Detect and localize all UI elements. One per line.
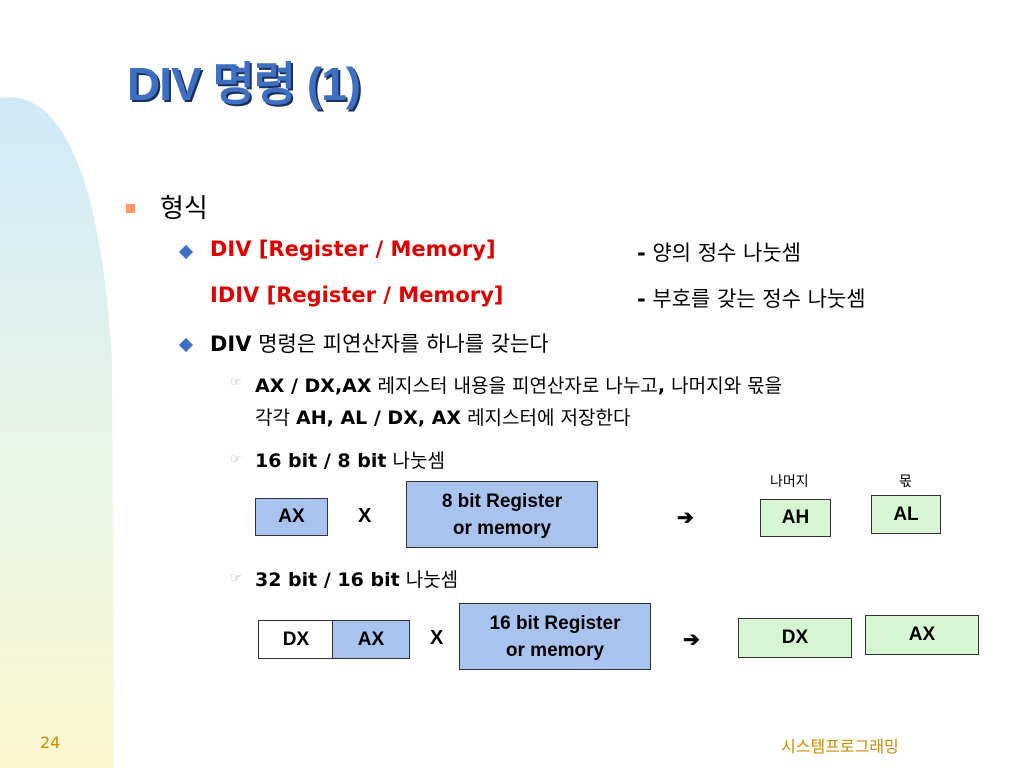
level1-label: 형식	[160, 194, 208, 224]
slide-title: DIV 명령 (1)	[127, 58, 361, 110]
operand-line-keyword: DIV	[210, 332, 252, 356]
page-number: 24	[40, 733, 61, 752]
square-bullet-icon	[126, 204, 135, 213]
detail-text-1: 레지스터 내용을 피연산자로 나누고	[371, 375, 658, 397]
case32-title-bits: 32 bit / 16 bit	[255, 569, 400, 591]
detail-text-4: 레지스터에 저장한다	[461, 407, 631, 429]
dividend-ax-box: AX	[255, 498, 328, 536]
dividend-ax-box: AX	[332, 620, 410, 659]
idiv-description-text: 부호를 갖는 정수 나눗셈	[652, 287, 866, 311]
remainder-dx-box: DX	[738, 618, 852, 658]
detail-text-3: 각각	[255, 407, 296, 429]
operand-line: DIV 명령은 피연산자를 하나를 갖는다	[210, 328, 549, 358]
right-arrow-icon: ➔	[683, 629, 700, 651]
detail-comma: ,	[657, 375, 666, 397]
div-syntax: DIV [Register / Memory]	[210, 237, 496, 261]
quotient-ax-box: AX	[865, 615, 979, 655]
operand-line-text: 명령은 피연산자를 하나를 갖는다	[251, 332, 549, 356]
idiv-description: - 부호를 갖는 정수 나눗셈	[637, 283, 866, 313]
pointing-hand-icon: ☞	[230, 452, 242, 467]
case32-title: 32 bit / 16 bit 나눗셈	[255, 565, 458, 592]
pointing-hand-icon: ☞	[230, 375, 242, 390]
quotient-al-box: AL	[871, 495, 941, 534]
course-name: 시스템프로그래밍	[781, 737, 899, 756]
detail-line-1: AX / DX,AX 레지스터 내용을 피연산자로 나누고, 나머지와 몫을	[255, 371, 782, 398]
remainder-ah-box: AH	[760, 499, 831, 537]
case16-title-text: 나눗셈	[386, 450, 445, 472]
remainder-label: 나머지	[770, 474, 809, 490]
divide-operator: X	[430, 627, 444, 649]
div-description-text: 양의 정수 나눗셈	[652, 241, 801, 265]
div-description-dash: -	[637, 241, 646, 265]
pointing-hand-icon: ☞	[230, 571, 242, 586]
divide-operator: X	[358, 505, 372, 527]
idiv-description-dash: -	[637, 287, 646, 311]
detail-line-2: 각각 AH, AL / DX, AX 레지스터에 저장한다	[255, 403, 630, 430]
case16-title: 16 bit / 8 bit 나눗셈	[255, 446, 445, 473]
case16-title-bits: 16 bit / 8 bit	[255, 450, 387, 472]
detail-target-registers: AH, AL / DX, AX	[296, 407, 462, 429]
case32-title-text: 나눗셈	[399, 569, 459, 591]
quotient-label: 몫	[899, 474, 912, 490]
idiv-syntax: IDIV [Register / Memory]	[210, 283, 504, 307]
div-description: - 양의 정수 나눗셈	[637, 237, 801, 267]
detail-text-2: 나머지와 몫을	[665, 375, 783, 397]
detail-registers: AX / DX,AX	[255, 375, 372, 397]
divisor-16bit-box: 16 bit Register or memory	[459, 603, 651, 670]
dividend-dx-box: DX	[258, 620, 334, 659]
divisor-8bit-box: 8 bit Register or memory	[406, 481, 598, 548]
right-arrow-icon: ➔	[677, 507, 694, 529]
